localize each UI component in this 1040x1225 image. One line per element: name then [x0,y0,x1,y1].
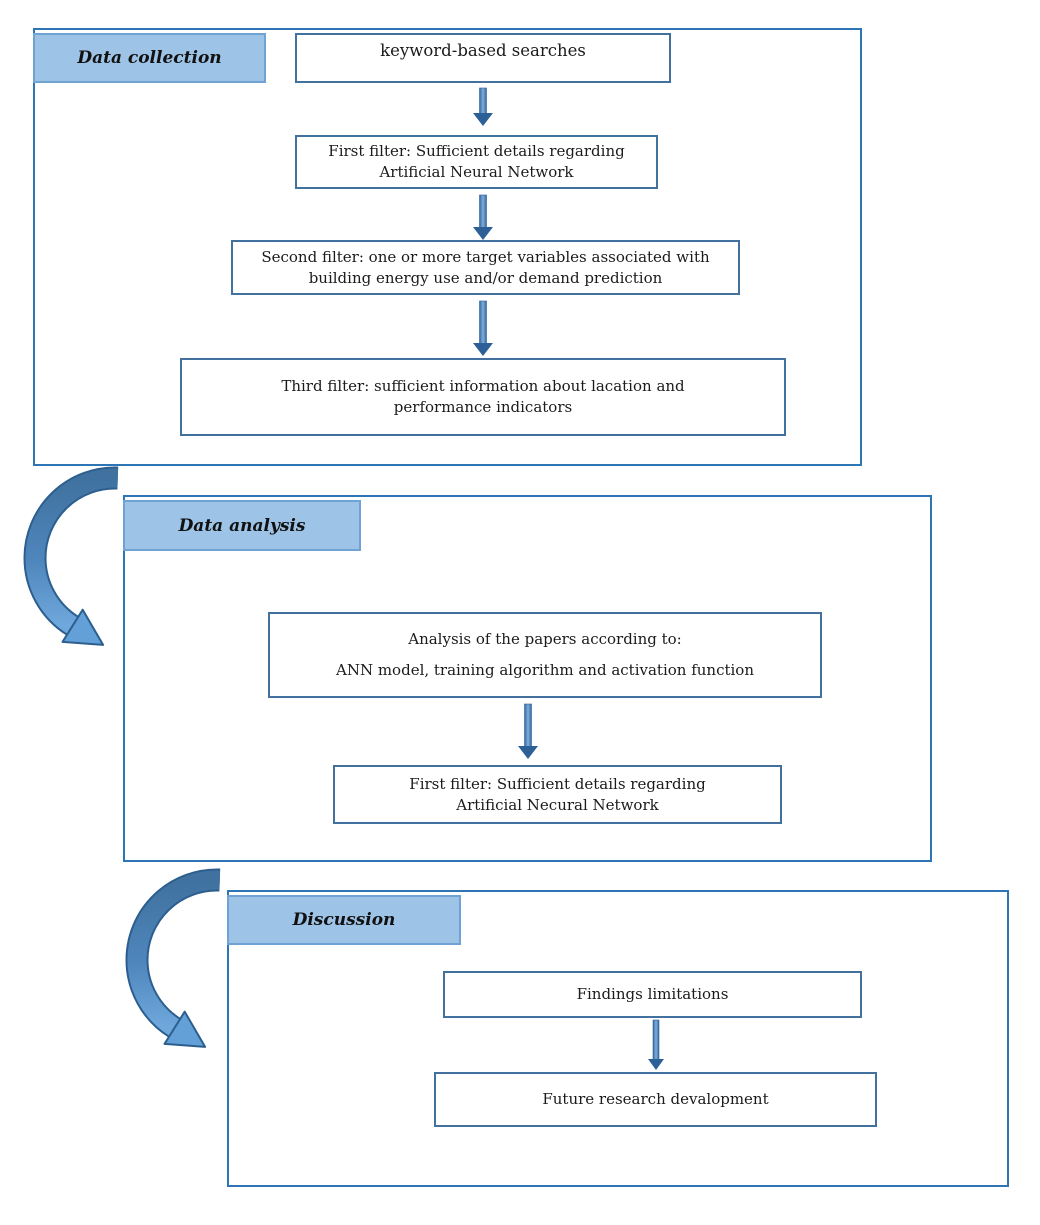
box-text: keyword-based searches [380,41,586,60]
curved-right-arrow [125,868,221,1048]
box-text-line2: Artificial Neural Network [379,163,574,181]
section-header-data-collection: Data collection [33,33,266,83]
down-arrow [473,87,493,126]
down-arrow [518,703,538,759]
box-text-line1: First filter: Sufficient details regardi… [328,142,625,160]
curved-right-arrow [23,466,119,646]
down-arrow [473,300,493,356]
box-text-line2: building energy use and/or demand predic… [308,268,663,287]
section-label: Discussion [292,910,396,930]
section-label: Data analysis [178,515,306,536]
section-header-data-analysis: Data analysis [123,500,361,551]
section-header-discussion: Discussion [227,895,461,945]
box-first-filter-analysis: First filter: Sufficient details regardi… [333,765,782,824]
box-text-line1: Third filter: sufficient information abo… [281,377,685,395]
down-arrow [648,1019,664,1070]
section-discussion [227,890,1009,1187]
box-text-line2: performance indicators [393,398,573,416]
box-keyword-searches: keyword-based searches [295,33,671,83]
down-arrow [473,194,493,240]
box-findings-limitations: Findings limitations [443,971,862,1018]
box-third-filter: Third filter: sufficient information abo… [180,358,786,436]
box-text-line1: Analysis of the papers according to: [408,630,682,648]
box-future-research: Future research devalopment [434,1072,877,1127]
box-text: Future research devalopment [542,1090,769,1108]
box-text-line2: ANN model, training algorithm and activa… [335,661,754,679]
box-text: Findings limitations [576,985,729,1003]
box-text-line1: Second filter: one or more target variab… [261,247,710,266]
section-data-collection [33,28,862,466]
box-text-line2: Artificial Necural Network [456,795,659,814]
box-second-filter: Second filter: one or more target variab… [231,240,740,295]
box-text-line1: First filter: Sufficient details regardi… [409,774,706,793]
section-data-analysis [123,495,932,862]
box-analysis-papers: Analysis of the papers according to: ANN… [268,612,822,698]
box-first-filter: First filter: Sufficient details regardi… [295,135,658,189]
section-label: Data collection [77,48,222,68]
